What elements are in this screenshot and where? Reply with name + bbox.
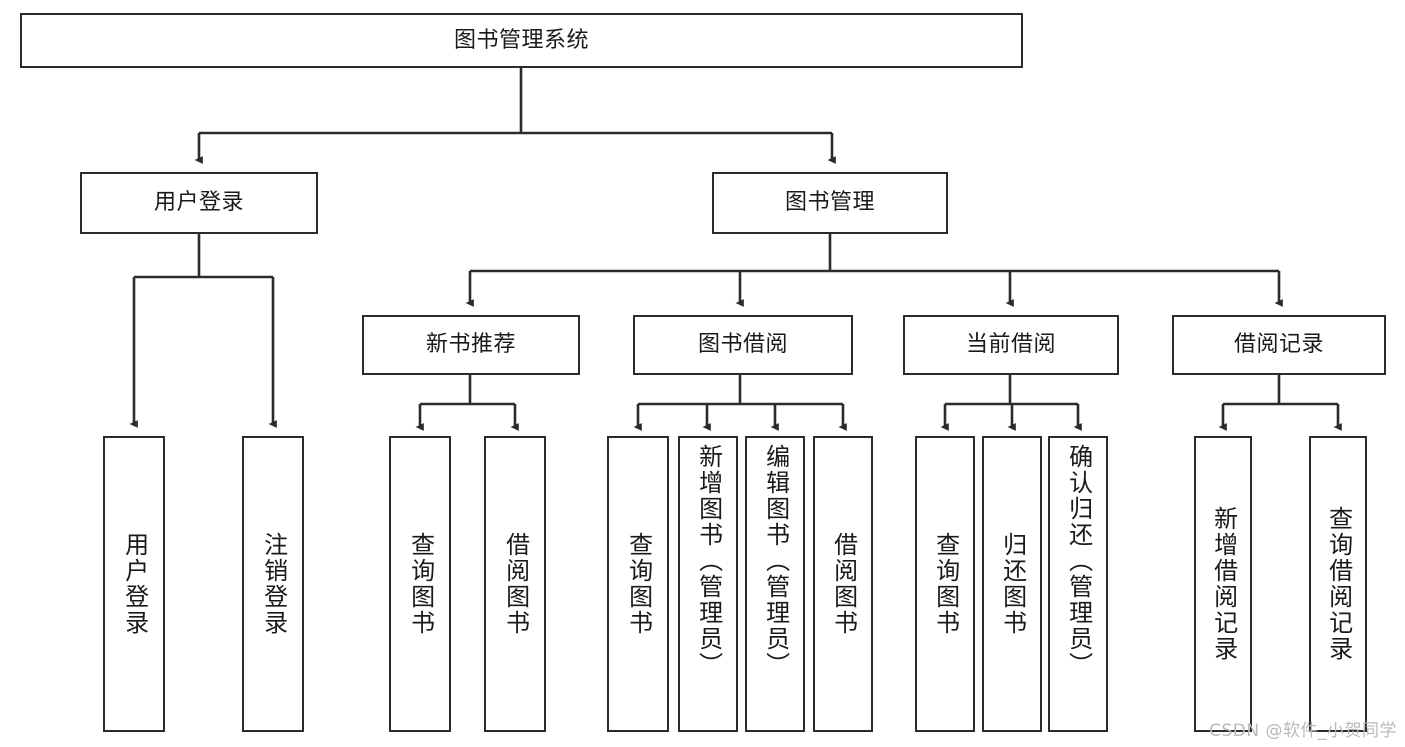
node-leaf-return-book-label: 归还图书 xyxy=(998,532,1027,636)
node-borrow-record-label: 借阅记录 xyxy=(1233,332,1324,358)
node-leaf-logout-label: 注销登录 xyxy=(259,532,288,636)
node-book-manage-label: 图书管理 xyxy=(784,190,875,216)
node-leaf-borrow-book-rec[interactable]: 借阅图书 xyxy=(484,436,546,732)
node-leaf-query-book-rec[interactable]: 查询图书 xyxy=(389,436,451,732)
node-leaf-borrow-book-label: 借阅图书 xyxy=(829,532,858,636)
node-current-borrow-label: 当前借阅 xyxy=(965,332,1056,358)
node-leaf-borrow-book-rec-label: 借阅图书 xyxy=(501,532,530,636)
node-borrow-record[interactable]: 借阅记录 xyxy=(1172,315,1386,375)
node-leaf-confirm-return[interactable]: 确认归还（管理员） xyxy=(1048,436,1108,732)
node-new-book-rec[interactable]: 新书推荐 xyxy=(362,315,580,375)
node-leaf-query-record[interactable]: 查询借阅记录 xyxy=(1309,436,1367,732)
node-book-manage[interactable]: 图书管理 xyxy=(712,172,948,234)
node-current-borrow[interactable]: 当前借阅 xyxy=(903,315,1119,375)
node-leaf-logout[interactable]: 注销登录 xyxy=(242,436,304,732)
node-leaf-edit-book[interactable]: 编辑图书（管理员） xyxy=(745,436,805,732)
node-root[interactable]: 图书管理系统 xyxy=(20,13,1023,68)
node-leaf-query-book-cur-label: 查询图书 xyxy=(931,532,960,636)
node-root-label: 图书管理系统 xyxy=(453,27,589,53)
node-leaf-query-book-rec-label: 查询图书 xyxy=(406,532,435,636)
node-leaf-confirm-return-label: 确认归还（管理员） xyxy=(1064,444,1093,678)
node-leaf-query-book-cur[interactable]: 查询图书 xyxy=(915,436,975,732)
node-leaf-query-record-label: 查询借阅记录 xyxy=(1324,506,1353,662)
node-user-login[interactable]: 用户登录 xyxy=(80,172,318,234)
node-leaf-edit-book-label: 编辑图书（管理员） xyxy=(761,444,790,678)
node-new-book-rec-label: 新书推荐 xyxy=(425,332,516,358)
node-leaf-query-book-borrow-label: 查询图书 xyxy=(624,532,653,636)
node-leaf-add-book-label: 新增图书（管理员） xyxy=(694,444,723,678)
node-leaf-borrow-book[interactable]: 借阅图书 xyxy=(813,436,873,732)
node-leaf-return-book[interactable]: 归还图书 xyxy=(982,436,1042,732)
node-user-login-label: 用户登录 xyxy=(153,190,244,216)
node-leaf-add-record-label: 新增借阅记录 xyxy=(1209,506,1238,662)
node-leaf-user-login-label: 用户登录 xyxy=(120,532,149,636)
node-leaf-user-login[interactable]: 用户登录 xyxy=(103,436,165,732)
node-book-borrow[interactable]: 图书借阅 xyxy=(633,315,853,375)
node-leaf-add-record[interactable]: 新增借阅记录 xyxy=(1194,436,1252,732)
node-book-borrow-label: 图书借阅 xyxy=(697,332,788,358)
node-leaf-add-book[interactable]: 新增图书（管理员） xyxy=(678,436,738,732)
node-leaf-query-book-borrow[interactable]: 查询图书 xyxy=(607,436,669,732)
